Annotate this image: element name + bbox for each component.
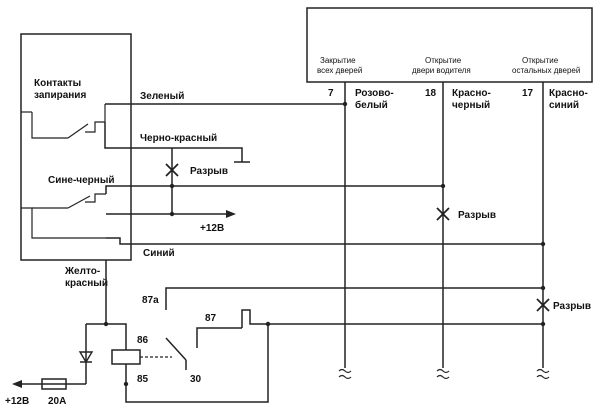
- wire-blue-label: Синий: [143, 248, 175, 259]
- plus12-bottom-label: +12В: [5, 396, 29, 407]
- col2-title-2: двери водителя: [412, 66, 471, 75]
- controller-block: [306, 7, 593, 83]
- junction-dot: [265, 321, 271, 327]
- col3-title-2: остальных дверей: [512, 66, 580, 75]
- relay-armature: [165, 337, 187, 361]
- lock-switch-1: [31, 104, 106, 139]
- col3-wire-color-2: синий: [549, 100, 579, 111]
- lock-contacts-title-2: запирания: [34, 90, 86, 101]
- col1-wire-color-1: Розово-: [355, 88, 394, 99]
- col2-wire-color-1: Красно-: [452, 88, 491, 99]
- col3-wire-color-1: Красно-: [549, 88, 588, 99]
- relay-contact-87a: [165, 287, 543, 310]
- arrow-plus12-top: [226, 210, 236, 218]
- relay-pin-87: 87: [205, 313, 217, 324]
- relay-top-bus: [86, 323, 127, 350]
- col1-title-1: Закрытие: [320, 56, 356, 65]
- break-mark-2: [436, 207, 450, 221]
- arrow-plus12-bottom: [12, 380, 22, 388]
- relay-pin-30: 30: [190, 374, 202, 385]
- pin-17: 17: [522, 88, 534, 99]
- fuse-label: 20А: [48, 396, 66, 407]
- col1-wire-color-2: белый: [355, 99, 388, 111]
- wire-blue-black: [105, 185, 443, 194]
- break-mark-1: [165, 163, 179, 177]
- wire-yellow-red-label-1: Желто-: [64, 266, 100, 277]
- relay-pin-85: 85: [137, 374, 149, 385]
- relay-contact-87: [196, 327, 242, 348]
- wire-yellow-red-label-2: красный: [65, 278, 108, 289]
- junction-dot: [103, 321, 109, 327]
- relay-pin-86: 86: [137, 335, 149, 346]
- lock-contacts-block: [20, 33, 132, 261]
- relay-87-to-blue-line: [241, 309, 543, 328]
- col2-wire-color-2: черный: [452, 100, 490, 111]
- break-label-2: Разрыв: [458, 210, 496, 221]
- wire-blue-black-label: Сине-черный: [48, 175, 115, 186]
- diode-symbol: [78, 351, 94, 364]
- wire-black-red-label: Черно-красный: [140, 133, 217, 144]
- junction-dot: [540, 241, 546, 247]
- wire-blue: [106, 237, 543, 245]
- wire-black-red: [104, 122, 243, 162]
- junction-dot: [169, 211, 175, 217]
- plus12-top-label: +12В: [200, 223, 224, 234]
- wire-green-label: Зеленый: [140, 91, 184, 102]
- col1-title-2: всех дверей: [317, 66, 362, 75]
- wire-end-wave-18: [436, 368, 450, 380]
- pin-7: 7: [328, 88, 334, 99]
- break-mark-3: [536, 298, 550, 312]
- fuse-symbol: [41, 378, 67, 390]
- wire-end-wave-7: [338, 368, 352, 380]
- relay-pin-87a: 87а: [142, 295, 159, 306]
- lock-switch-2: [21, 193, 106, 239]
- wire-bottom-bus: [125, 324, 269, 403]
- col2-title-1: Открытие: [425, 56, 462, 65]
- wire-end-wave-17: [536, 368, 550, 380]
- relay-coil: [111, 349, 141, 365]
- junction-dot: [440, 183, 446, 189]
- junction-dot: [342, 101, 348, 107]
- col3-title-1: Открытие: [522, 56, 559, 65]
- lock-contacts-title-1: Контакты: [34, 78, 81, 89]
- break-label-1: Разрыв: [190, 166, 228, 177]
- junction-dot: [169, 183, 175, 189]
- pin-18: 18: [425, 88, 437, 99]
- break-label-3: Разрыв: [553, 301, 591, 312]
